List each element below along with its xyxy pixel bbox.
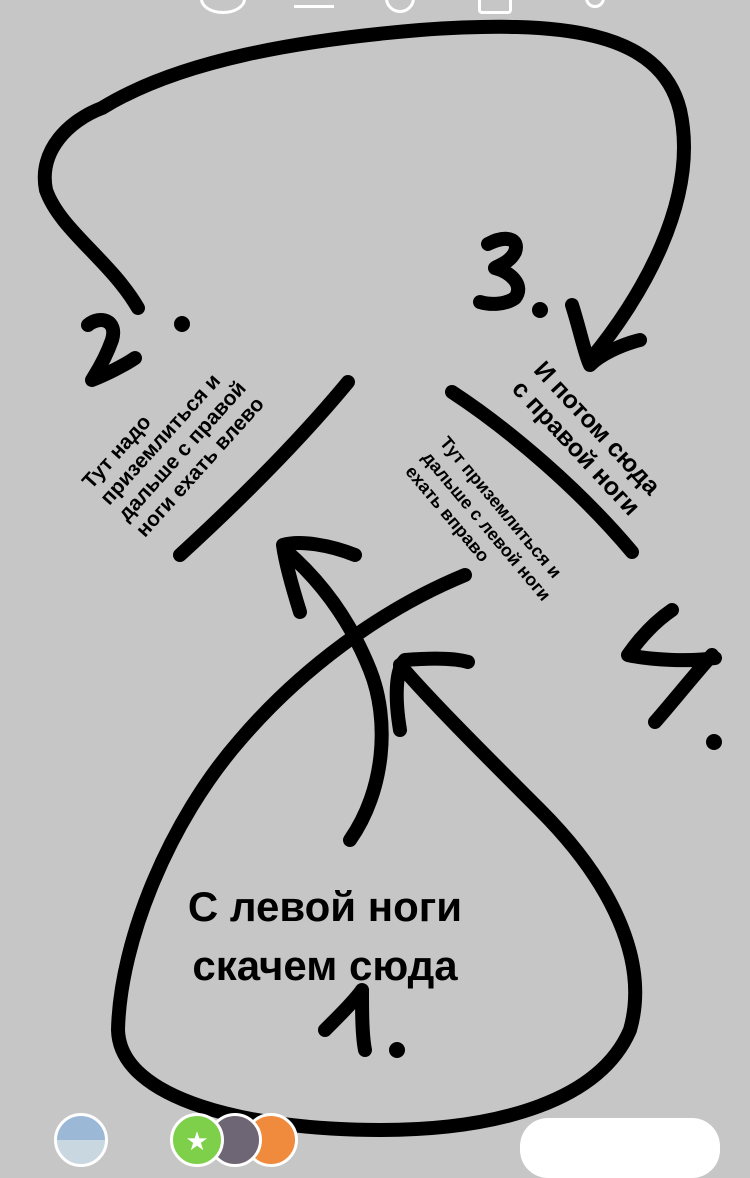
your-story-avatar[interactable] — [54, 1113, 108, 1167]
caption-line: С левой ноги — [187, 883, 463, 930]
number-1 — [318, 983, 372, 1057]
loop-arrow — [37, 19, 691, 367]
number-2 — [81, 313, 142, 387]
number-4 — [621, 603, 722, 729]
step1-caption: С левой ноги скачем сюда — [120, 878, 530, 996]
close-friends-button[interactable]: ★ — [170, 1113, 224, 1167]
number-3 — [473, 231, 526, 311]
send-to-button[interactable] — [520, 1118, 720, 1178]
text-icon[interactable] — [294, 5, 334, 8]
drawing-layer — [37, 19, 722, 1137]
bottom-loop — [111, 568, 643, 1137]
star-icon: ★ — [185, 1126, 209, 1156]
arrow-head-3 — [565, 298, 647, 372]
caption-line: скачем сюда — [192, 941, 458, 989]
effects-icon[interactable] — [478, 0, 512, 14]
